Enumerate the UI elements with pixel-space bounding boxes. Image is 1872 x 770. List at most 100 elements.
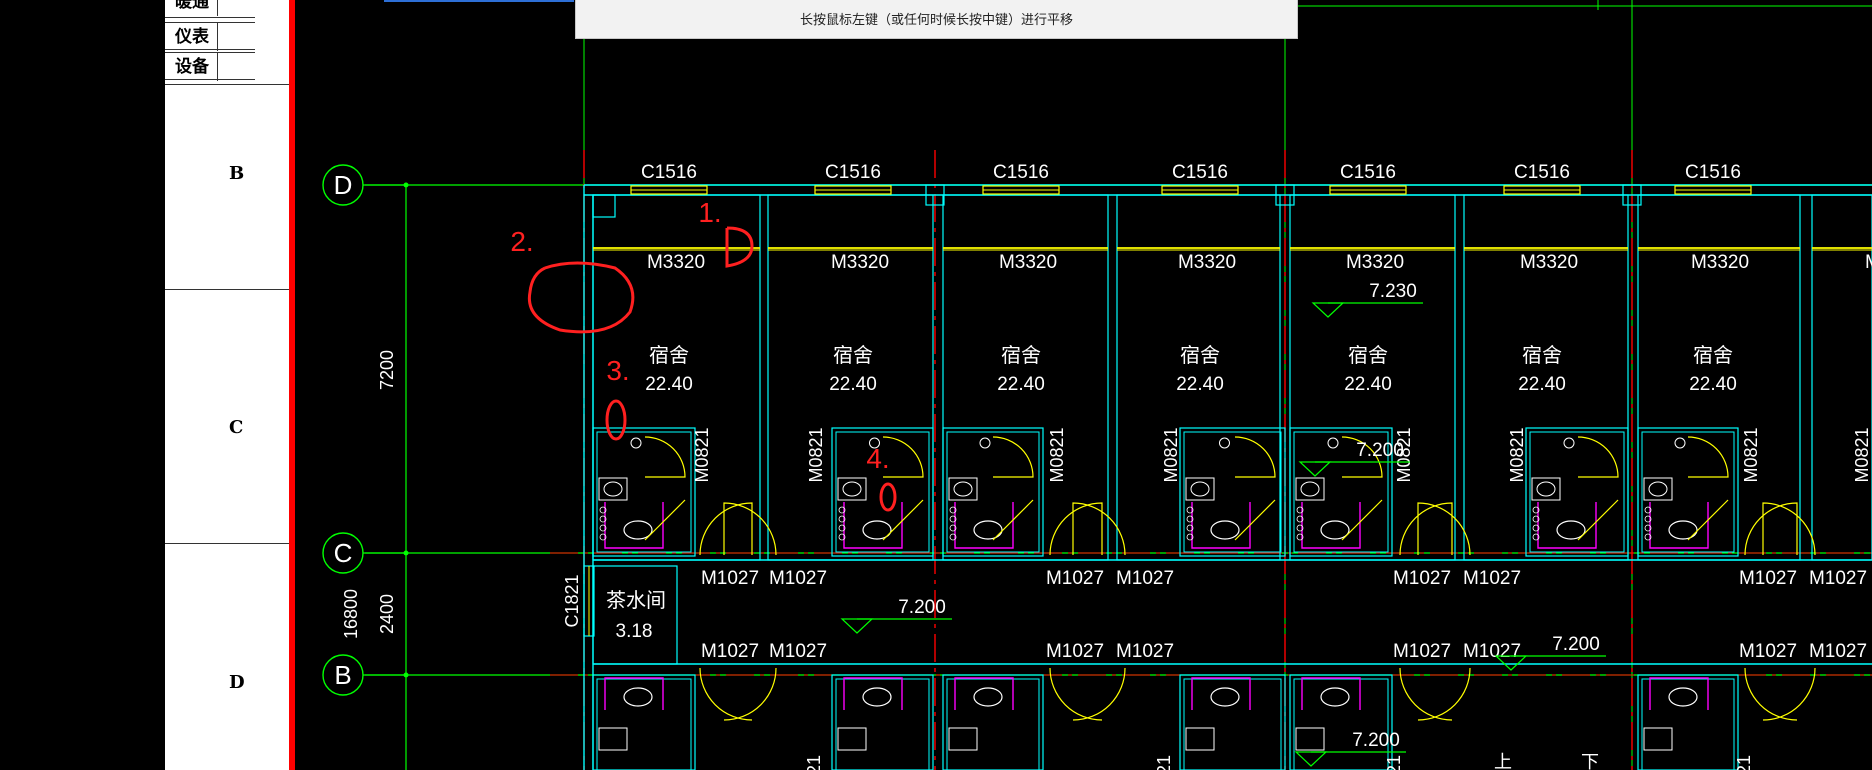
washbasin — [1300, 481, 1320, 497]
room-name: 宿舍 — [1180, 344, 1220, 367]
fixture-dot — [599, 515, 607, 523]
door-label: M1027 — [1463, 568, 1521, 589]
sidebar-row-label: 仪表 — [175, 27, 209, 47]
markup-label-1: 1. — [698, 197, 721, 228]
door-label: M0821 — [1047, 427, 1067, 482]
elevation-label-upper: 7.230 — [1369, 281, 1417, 302]
markup-label-3: 3. — [606, 355, 629, 386]
tooltip-text: 长按鼠标左键（或任何时候长按中键）进行平移 — [799, 13, 1073, 28]
floor-drain — [630, 437, 642, 449]
corridor-door-swing — [1744, 667, 1798, 721]
fixtures — [592, 427, 1816, 770]
room-name: 宿舍 — [649, 344, 689, 367]
room-outline — [1289, 194, 1456, 561]
washbasin — [837, 477, 867, 501]
sidebar-row-instrument[interactable]: 仪表 — [165, 22, 255, 51]
washbasin — [842, 481, 862, 497]
room-outline — [1811, 194, 1872, 561]
door-label: M3320 — [831, 252, 889, 273]
washbasin — [1295, 477, 1325, 501]
fixture-dot — [1532, 506, 1540, 514]
door-label: M3320 — [647, 252, 705, 273]
washbasin — [1185, 727, 1215, 751]
room-area: 22.40 — [1176, 374, 1224, 395]
door-label: M1027 — [1739, 641, 1797, 662]
dimension-label: 7200 — [377, 350, 397, 390]
bathroom-outline — [1293, 678, 1389, 770]
toilet — [1668, 687, 1698, 707]
fixture-dot — [949, 524, 957, 532]
bathroom-outline — [942, 674, 1044, 770]
dimension-tick — [403, 672, 409, 678]
fixture-dot — [1532, 515, 1540, 523]
fixture-dot — [1296, 524, 1304, 532]
bathroom-outline — [592, 674, 696, 770]
room-name: 宿舍 — [1348, 344, 1388, 367]
bathroom-outline — [835, 678, 930, 770]
corridor-door-swing — [1072, 667, 1126, 721]
bathroom-outline — [831, 427, 934, 557]
fixture-dot — [838, 506, 846, 514]
fixture-dot — [1186, 533, 1194, 541]
corridor-door-swing — [1072, 502, 1126, 556]
door-label: M3320 — [1520, 252, 1578, 273]
shower-area — [954, 677, 1014, 710]
washbasin — [1185, 477, 1215, 501]
corridor-door-swing — [1417, 667, 1471, 721]
fixture-dot — [1644, 533, 1652, 541]
sidebar-section-c[interactable]: C — [165, 289, 293, 544]
door-label: M0821 — [1741, 427, 1761, 482]
door-label: M3320 — [1178, 252, 1236, 273]
bath-door-swing — [1687, 436, 1729, 478]
room-outline — [592, 194, 761, 561]
bathroom-outline — [596, 678, 692, 770]
fixture-dot — [599, 533, 607, 541]
shower-area — [1537, 502, 1597, 549]
window-label: C1821 — [562, 574, 582, 627]
tea-room-outline — [592, 565, 678, 665]
shower-area — [1301, 677, 1361, 710]
door-label: M1027 — [1463, 641, 1521, 662]
room-outline — [1116, 194, 1281, 561]
room-area: 22.40 — [645, 374, 693, 395]
sidebar-panel: 暖通 仪表 设备 B C D — [165, 0, 293, 770]
column-notch — [592, 194, 616, 218]
floor-drain — [1674, 437, 1686, 449]
door-label: M1027 — [701, 641, 759, 662]
corridor-door-swing — [1049, 502, 1103, 556]
corridor-door-swing — [723, 667, 777, 721]
door-label: M1027 — [1739, 568, 1797, 589]
column-notch — [1622, 184, 1642, 206]
toilet — [623, 687, 653, 707]
sidebar-row-equipment[interactable]: 设备 — [165, 52, 255, 81]
washbasin — [948, 727, 978, 751]
washbasin — [837, 727, 867, 751]
floor-drain — [1563, 437, 1575, 449]
door-label: M0821 — [1507, 427, 1527, 482]
bathroom-outline — [1637, 674, 1739, 770]
door-label: 321 — [1384, 755, 1404, 770]
door-leaf — [644, 499, 686, 541]
door-leaf — [1577, 499, 1619, 541]
shower-area — [1649, 677, 1709, 710]
door-leaf — [1234, 499, 1276, 541]
sidebar-section-d[interactable]: D — [165, 544, 293, 770]
fixture-dot — [1644, 506, 1652, 514]
toilet — [862, 687, 892, 707]
door-label: 321 — [1734, 755, 1754, 770]
door-leaf — [1341, 499, 1383, 541]
dimension-tick — [403, 550, 409, 556]
toilet — [1320, 520, 1350, 540]
sidebar-row-hvac[interactable]: 暖通 — [165, 0, 255, 18]
sidebar-section-b[interactable]: B — [165, 84, 293, 290]
door-label: M1027 — [1393, 568, 1451, 589]
door-label: M1027 — [1809, 568, 1867, 589]
fixture-dot — [1186, 515, 1194, 523]
bathroom-outline — [592, 427, 696, 557]
tea-room-area: 3.18 — [616, 621, 653, 642]
fixture-dot — [1296, 533, 1304, 541]
washbasin — [1295, 727, 1325, 751]
bath-door-swing — [1234, 436, 1276, 478]
window-label: C1516 — [1685, 162, 1741, 183]
